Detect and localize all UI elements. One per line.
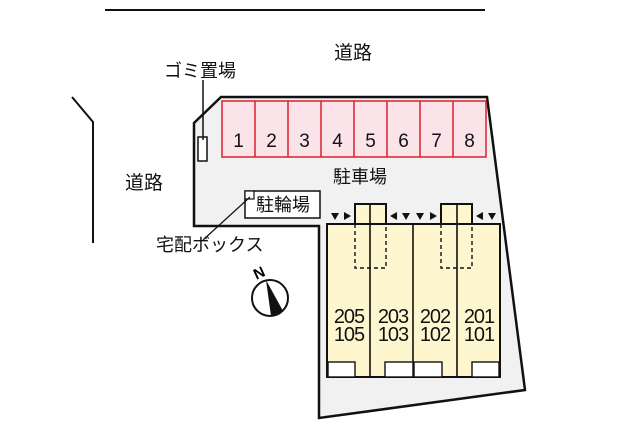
parking-space-4: 4 (332, 131, 343, 152)
unit-upper-205: 205 (333, 306, 365, 328)
apartment-building (326, 203, 501, 378)
parking-row (221, 100, 487, 158)
delivery-box-leader-line (202, 196, 251, 241)
unit-upper-202: 202 (419, 306, 451, 328)
road-edge-left (71, 96, 94, 243)
bicycle-parking-area (244, 190, 321, 219)
parking-space-7: 7 (431, 131, 442, 152)
parking-space-3: 3 (299, 131, 310, 152)
north-arrow-icon (251, 279, 289, 317)
road-label-left: 道路 (125, 172, 164, 194)
parking-space-5: 5 (365, 131, 376, 152)
unit-upper-201: 201 (463, 306, 495, 328)
unit-upper-203: 203 (377, 306, 409, 328)
unit-lower-105: 105 (333, 324, 365, 346)
entrance-markers (331, 212, 496, 220)
bicycle-parking-label: 駐輪場 (256, 195, 310, 216)
garbage-label: ゴミ置場 (164, 61, 236, 82)
unit-lower-101: 101 (463, 324, 495, 346)
parking-space-1: 1 (233, 131, 244, 152)
delivery-box (244, 190, 255, 200)
unit-lower-103: 103 (377, 324, 409, 346)
delivery-box-label: 宅配ボックス (156, 235, 264, 256)
parking-space-8: 8 (464, 131, 475, 152)
parking-space-2: 2 (266, 131, 277, 152)
garbage-area (197, 136, 208, 162)
road-label-top: 道路 (334, 42, 373, 64)
unit-lower-102: 102 (419, 324, 451, 346)
parking-lot-label: 駐車場 (333, 167, 387, 188)
parking-space-6: 6 (398, 131, 409, 152)
